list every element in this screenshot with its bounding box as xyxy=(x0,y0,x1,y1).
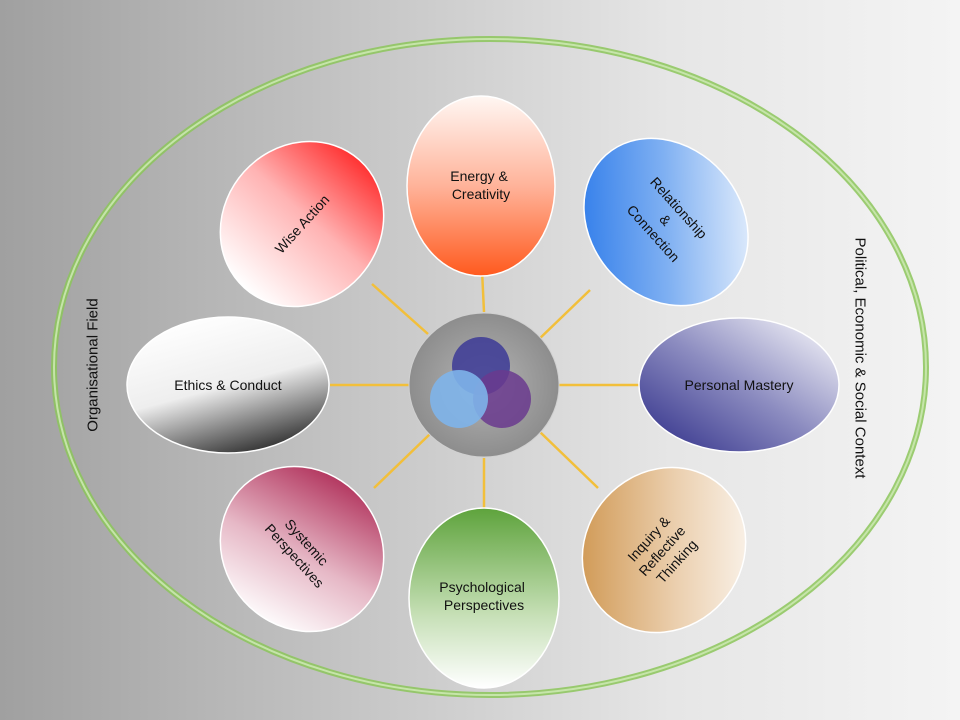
petal-energy-label: Energy & Creativity xyxy=(450,168,511,202)
context-label: Political, Economic & Social Context xyxy=(851,237,869,479)
petal-energy: Energy & Creativity xyxy=(406,95,556,277)
hub-circle-left xyxy=(430,370,488,428)
hub xyxy=(408,312,560,458)
petal-psych: Psychological Perspectives xyxy=(408,507,560,689)
organisational-field-label: Organisational Field xyxy=(84,298,102,432)
connector-wise xyxy=(371,283,429,335)
petal-psych-label: Psychological Perspectives xyxy=(439,579,529,613)
petal-relationship: Relationship & Connection xyxy=(583,137,749,307)
connector-systemic xyxy=(373,433,431,489)
connectors xyxy=(330,269,642,512)
outer-ring-glow xyxy=(53,38,927,696)
petal-wise: Wise Action xyxy=(219,140,385,308)
petal-ethics-label: Ethics & Conduct xyxy=(174,377,281,393)
petal-inquiry: Inquiry & Reflective Thinking xyxy=(581,466,747,634)
petal-ethics: Ethics & Conduct xyxy=(126,316,330,454)
connector-energy xyxy=(480,269,486,313)
hub-circle-right xyxy=(473,370,531,428)
petal-systemic: Systemic Perspectives xyxy=(219,465,385,633)
petal-mastery: Personal Mastery xyxy=(638,317,840,453)
connector-inquiry xyxy=(539,431,599,489)
connector-relationship xyxy=(535,289,591,343)
petal-mastery-label: Personal Mastery xyxy=(685,377,794,393)
